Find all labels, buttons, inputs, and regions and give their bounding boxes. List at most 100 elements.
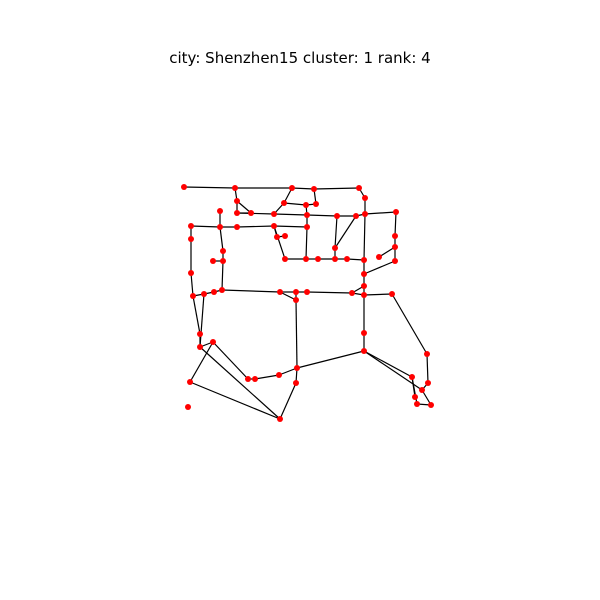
graph-node (210, 339, 216, 345)
graph-node (362, 211, 368, 217)
graph-node (245, 376, 251, 382)
graph-node (389, 291, 395, 297)
graph-node (409, 374, 415, 380)
graph-edge (334, 215, 357, 249)
graph-node (311, 186, 317, 192)
graph-node (219, 287, 225, 293)
graph-edge (183, 186, 236, 189)
graph-edge (273, 225, 286, 260)
graph-node (393, 209, 399, 215)
graph-node (361, 348, 367, 354)
graph-node (361, 271, 367, 277)
graph-edge (305, 226, 308, 260)
graph-node (282, 256, 288, 262)
graph-node (282, 233, 288, 239)
graph-node (392, 244, 398, 250)
graph-edge (273, 225, 308, 228)
graph-node (252, 376, 258, 382)
graph-node (190, 293, 196, 299)
graph-node (217, 208, 223, 214)
graph-edge (426, 353, 429, 384)
graph-node (217, 224, 223, 230)
graph-node (361, 330, 367, 336)
graph-edge (411, 376, 416, 398)
graph-node (274, 234, 280, 240)
graph-node (424, 351, 430, 357)
graph-node (185, 404, 191, 410)
graph-edge (363, 350, 413, 378)
graph-edge (291, 187, 315, 190)
graph-edge (306, 291, 353, 294)
graph-edge (199, 293, 205, 348)
graph-node (392, 258, 398, 264)
graph-node (234, 224, 240, 230)
graph-node (220, 258, 226, 264)
graph-node (425, 380, 431, 386)
graph-node (181, 184, 187, 190)
graph-edge (378, 246, 396, 258)
graph-node (293, 289, 299, 295)
graph-edge (273, 213, 308, 216)
graph-node (428, 402, 434, 408)
graph-node (210, 258, 216, 264)
graph-node (315, 256, 321, 262)
graph-node (414, 401, 420, 407)
graph-node (344, 256, 350, 262)
graph-node (277, 416, 283, 422)
graph-node (392, 233, 398, 239)
graph-node (234, 210, 240, 216)
graph-node (353, 213, 359, 219)
graph-node (248, 210, 254, 216)
graph-edge (296, 350, 365, 369)
graph-node (361, 292, 367, 298)
chart-title: city: Shenzhen15 cluster: 1 rank: 4 (169, 49, 431, 67)
graph-node (188, 270, 194, 276)
graph-node (289, 185, 295, 191)
graph-edge (279, 382, 297, 420)
edge-layer (183, 186, 432, 420)
graph-edge (221, 289, 281, 293)
graph-node (419, 387, 425, 393)
graph-node (293, 380, 299, 386)
graph-node (303, 202, 309, 208)
graph-node (234, 198, 240, 204)
graph-edge (283, 202, 307, 206)
graph-edge (278, 367, 298, 376)
graph-node (412, 394, 418, 400)
graph-node (232, 185, 238, 191)
graph-edge (236, 225, 275, 228)
graph-edge (212, 341, 249, 380)
graph-node (304, 224, 310, 230)
graph-node (197, 331, 203, 337)
graph-node (197, 344, 203, 350)
graph-edge (190, 272, 194, 297)
graph-edge (199, 346, 281, 420)
graph-edge (363, 260, 396, 275)
graph-edge (363, 350, 423, 391)
graph-edge (334, 215, 338, 249)
graph-edge (364, 211, 397, 215)
graph-edge (236, 200, 252, 214)
graph-node (293, 297, 299, 303)
graph-edge (391, 293, 428, 355)
graph-node (349, 290, 355, 296)
graph-node (281, 200, 287, 206)
graph-edge (219, 226, 224, 252)
graph-node (188, 236, 194, 242)
graph-node (334, 213, 340, 219)
graph-node (332, 245, 338, 251)
graph-node (303, 256, 309, 262)
graph-node (187, 379, 193, 385)
graph-node (304, 289, 310, 295)
graph-node (361, 257, 367, 263)
graph-edge (254, 374, 280, 380)
node-layer (181, 184, 434, 422)
graph-node (332, 256, 338, 262)
graph-edge (236, 212, 275, 215)
graph-edge (363, 293, 393, 296)
graph-node (304, 212, 310, 218)
graph-edge (221, 260, 224, 291)
graph-node (294, 365, 300, 371)
